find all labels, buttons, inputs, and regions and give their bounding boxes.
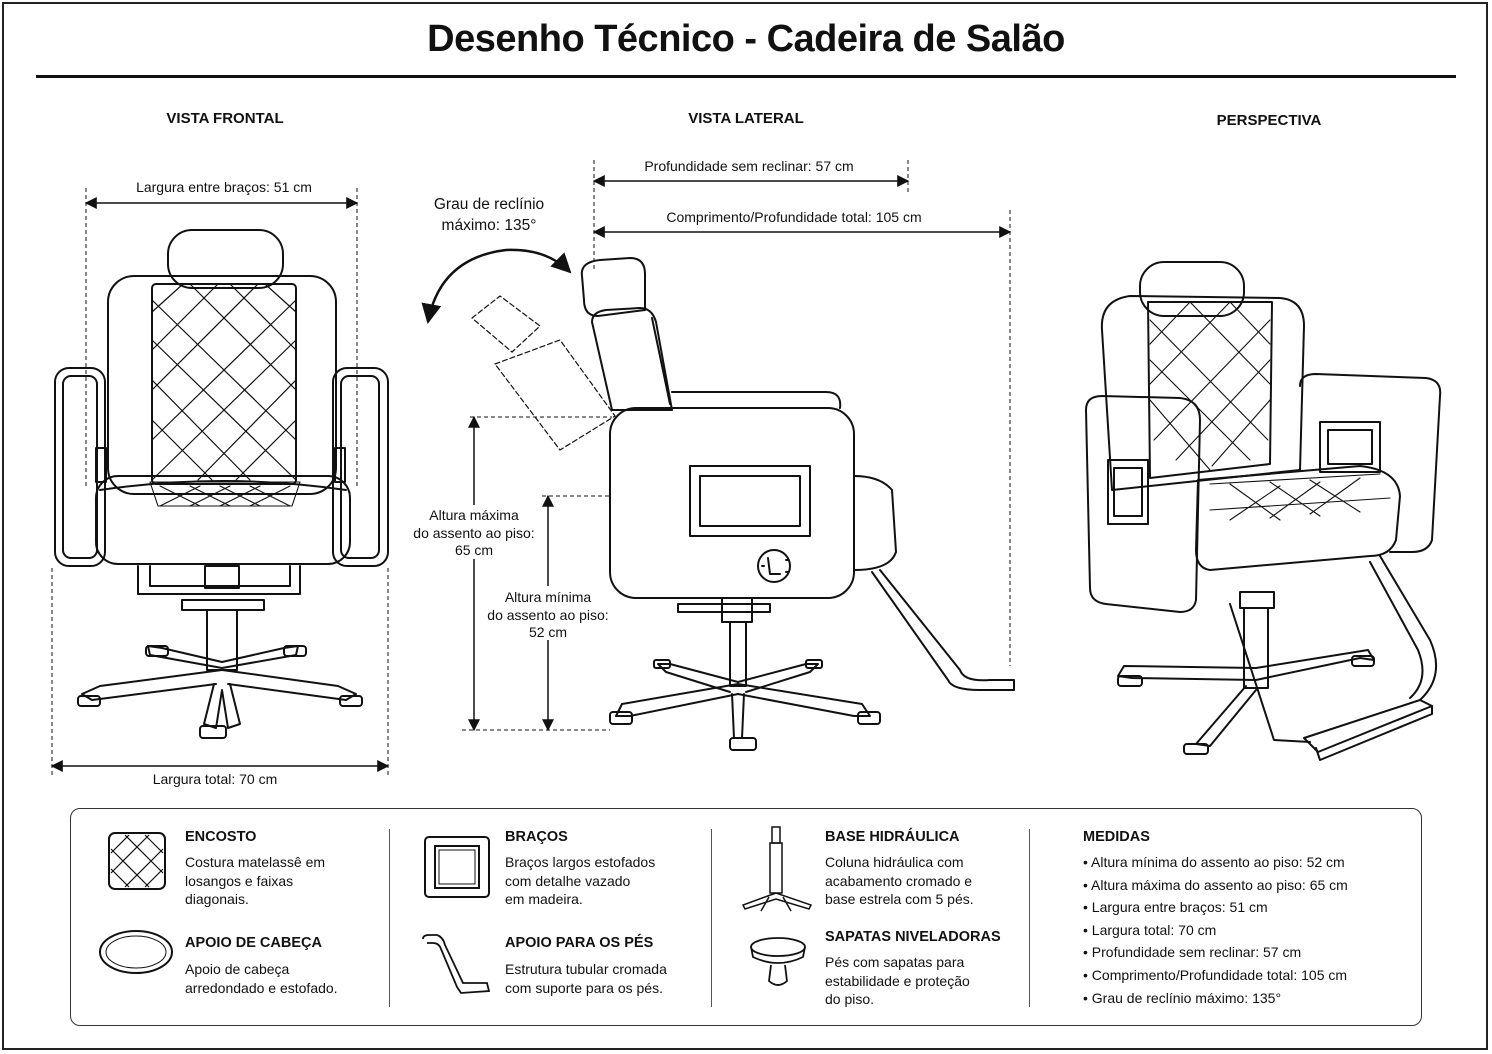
total-length-dim: Comprimento/Profundidade total: 105 cm [666, 209, 921, 225]
total-width-dim: Largura total: 70 cm [153, 771, 278, 787]
max-height-line2: do assento ao piso: [413, 525, 534, 541]
base-text: Coluna hidráulica com acabamento cromado… [825, 854, 974, 907]
headrest-text: Apoio de cabeça arredondado e estofado. [185, 961, 338, 996]
legend-divider [389, 829, 390, 1007]
footrest-title: APOIO PARA OS PÉS [505, 935, 654, 951]
side-view-label: VISTA LATERAL [688, 110, 804, 127]
encosto-title: ENCOSTO [185, 829, 257, 845]
max-height-line1: Altura máxima [429, 507, 519, 523]
sapatas-title: SAPATAS NIVELADORAS [825, 929, 1001, 945]
base-title: BASE HIDRÁULICA [825, 829, 960, 845]
legend-divider [1029, 829, 1030, 1007]
front-view-chair [54, 229, 389, 739]
legend-panel: ENCOSTO Costura matelassê em losangos e … [70, 808, 1422, 1026]
headrest-title: APOIO DE CABEÇA [185, 935, 322, 951]
min-height-line2: do assento ao piso: [487, 607, 608, 623]
hydraulic-base-icon [741, 826, 813, 912]
min-height-line1: Altura mínima [505, 589, 592, 605]
page-title: Desenho Técnico - Cadeira de Salão [427, 18, 1065, 60]
list-item: Altura máxima do assento ao piso: 65 cm [1083, 874, 1348, 897]
recline-dim-line2: máximo: 135° [442, 217, 537, 234]
list-item: Comprimento/Profundidade total: 105 cm [1083, 964, 1348, 987]
list-item: Largura entre braços: 51 cm [1083, 896, 1348, 919]
armrest-frame-icon [424, 836, 490, 898]
quilted-diamond-icon [108, 832, 166, 890]
medidas-list: Altura mínima do assento ao piso: 52 cm … [1083, 851, 1348, 1009]
recline-dim-line1: Grau de reclínio [434, 196, 544, 213]
list-item: Largura total: 70 cm [1083, 919, 1348, 942]
depth-no-recline-dim: Profundidade sem reclinar: 57 cm [644, 158, 853, 174]
medidas-title: MEDIDAS [1083, 829, 1150, 845]
legend-divider [711, 829, 712, 1007]
technical-drawing: Largura entre braços: 51 cm Largura tota… [50, 158, 1442, 787]
list-item: Profundidade sem reclinar: 57 cm [1083, 941, 1348, 964]
perspective-chair [1085, 261, 1442, 761]
perspective-view-label: PERSPECTIVA [1216, 112, 1322, 129]
bracos-text: Braços largos estofados com detalhe vaza… [505, 854, 656, 907]
title-divider [36, 75, 1456, 78]
min-height-line3: 52 cm [529, 624, 567, 640]
front-view-label: VISTA FRONTAL [166, 110, 284, 127]
bracos-title: BRAÇOS [505, 829, 568, 845]
max-height-line3: 65 cm [455, 542, 493, 558]
sapatas-text: Pés com sapatas para estabilidade e prot… [825, 954, 970, 1007]
armrest-width-dim: Largura entre braços: 51 cm [136, 179, 312, 195]
footrest-text: Estrutura tubular cromada com suporte pa… [505, 961, 667, 996]
encosto-text: Costura matelassê em losangos e faixas d… [185, 854, 326, 907]
footrest-icon [422, 934, 491, 994]
list-item: Altura mínima do assento ao piso: 52 cm [1083, 851, 1348, 874]
leveling-foot-icon [750, 937, 806, 986]
list-item: Grau de reclínio máximo: 135° [1083, 987, 1348, 1010]
side-view-chair [471, 257, 1015, 751]
headrest-icon [99, 930, 173, 974]
